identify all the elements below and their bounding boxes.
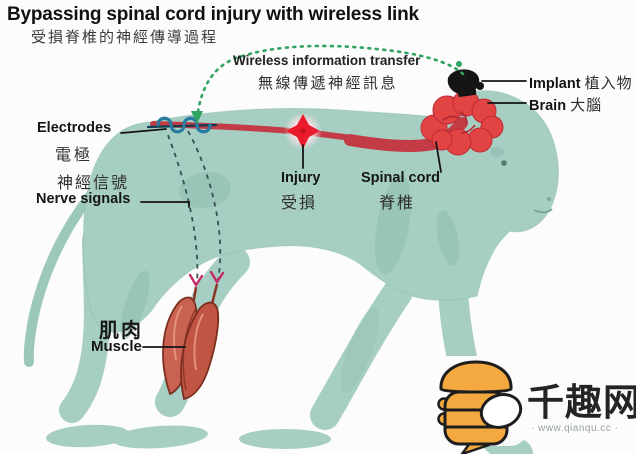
implant-label: Implant 植入物 bbox=[529, 72, 633, 93]
electrodes-label-en: Electrodes bbox=[37, 120, 112, 136]
body-shading bbox=[120, 171, 460, 393]
injury-label-en: Injury bbox=[281, 170, 321, 186]
nerve-signals-pointer bbox=[140, 201, 190, 208]
bee-egg bbox=[479, 393, 523, 429]
monkey-tail bbox=[23, 177, 107, 367]
spinal-cord-label-en: Spinal cord bbox=[361, 170, 440, 186]
wireless-arc bbox=[191, 44, 465, 124]
electrodes-coil bbox=[146, 116, 218, 134]
muscle-label-zh: 肌肉 bbox=[99, 320, 143, 342]
wireless-arrowhead bbox=[191, 111, 203, 124]
nerve-signal-arrowheads bbox=[188, 270, 225, 288]
pointer-lines bbox=[120, 80, 527, 348]
watermark-logo bbox=[430, 356, 528, 454]
spinal-cord-pointer bbox=[435, 141, 442, 173]
muscle-label-en: Muscle bbox=[91, 338, 142, 355]
wireless-label-zh: 無線傳遞神經訊息 bbox=[258, 75, 399, 92]
nerve-signal-dashes bbox=[167, 130, 222, 284]
electrodes-pointer bbox=[120, 128, 167, 134]
spinal-cord-label-zh: 脊椎 bbox=[379, 195, 416, 212]
hind-foot bbox=[46, 424, 130, 448]
nostril bbox=[547, 197, 551, 201]
diagram-title: Bypassing spinal cord injury with wirele… bbox=[7, 4, 419, 25]
front-foot-muscle bbox=[112, 425, 208, 449]
eye bbox=[501, 160, 507, 166]
brain-shape bbox=[420, 89, 504, 156]
mouth bbox=[533, 208, 553, 214]
nerve-signals-label-zh: 神經信號 bbox=[57, 175, 130, 192]
brain-label-en: Brain bbox=[529, 98, 567, 114]
watermark-url: · www.qianqu.cc · bbox=[531, 423, 619, 434]
brain-label-zh: 大腦 bbox=[570, 97, 603, 114]
nerve-signals-label-en: Nerve signals bbox=[36, 191, 131, 207]
ear-mark bbox=[490, 147, 504, 157]
implant-label-zh: 植入物 bbox=[584, 75, 633, 92]
bee-cap bbox=[439, 360, 513, 394]
diagram-title-zh: 受損脊椎的神經傳導過程 bbox=[31, 29, 219, 46]
injury-burst bbox=[284, 112, 322, 150]
implant-device bbox=[447, 61, 484, 97]
wireless-label-en: Wireless information transfer bbox=[233, 53, 421, 68]
watermark-site-name: 千趣网 bbox=[527, 382, 636, 423]
muscle-shape bbox=[162, 283, 220, 401]
implant-antenna-dot bbox=[456, 61, 462, 67]
implant-label-en: Implant bbox=[529, 76, 581, 92]
mid-leg bbox=[310, 277, 413, 430]
injury-label-zh: 受損 bbox=[281, 195, 318, 212]
electrodes-label-zh: 電極 bbox=[55, 147, 94, 164]
brain-label: Brain 大腦 bbox=[529, 94, 602, 115]
monkey-face bbox=[490, 147, 553, 214]
mid-foot bbox=[239, 429, 331, 449]
